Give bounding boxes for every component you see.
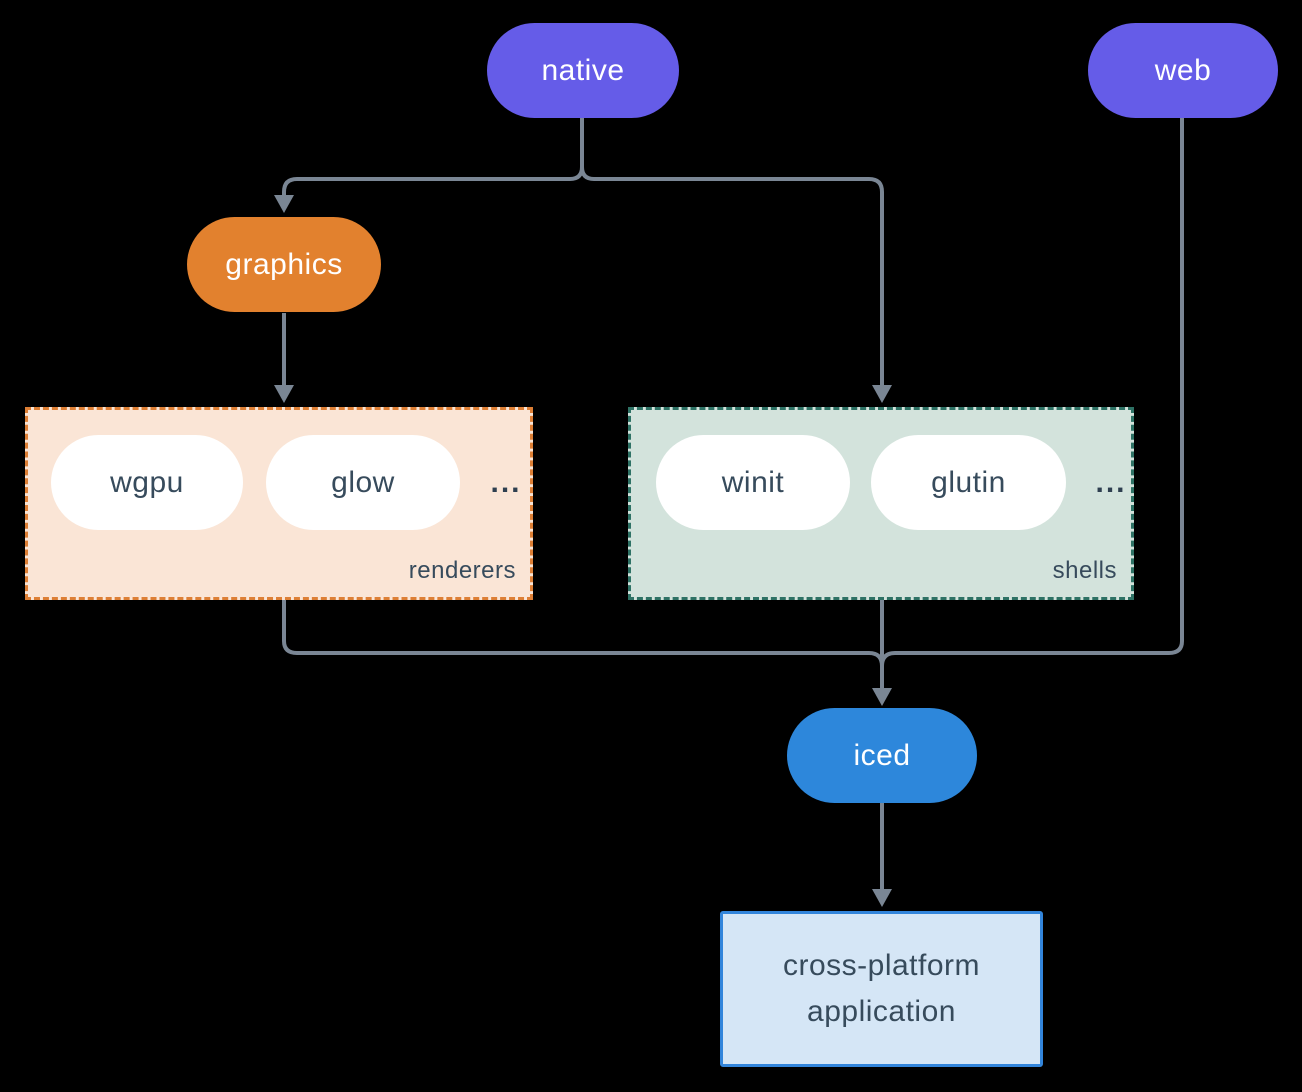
node-wgpu-label: wgpu [110,465,184,499]
node-web: web [1088,23,1278,118]
node-iced-label: iced [853,738,911,772]
node-web-label: web [1154,53,1212,87]
arrowhead-renderers [274,385,294,403]
node-native: native [487,23,679,118]
node-application-line2: application [807,995,956,1028]
node-glutin-label: glutin [931,465,1006,499]
node-graphics: graphics [187,217,381,312]
node-application-line1: cross-platform [782,949,981,982]
node-glow-label: glow [331,465,395,499]
node-graphics-label: graphics [225,247,343,281]
shells-ellipsis: ... [1095,465,1127,499]
edge-native-shells [580,166,884,386]
node-wgpu: wgpu [51,435,243,530]
node-iced: iced [787,708,977,803]
arrowhead-graphics [274,195,294,213]
group-shells: winit glutin ... shells [628,407,1134,600]
edge-renderers-iced [282,600,884,667]
group-renderers: wgpu glow ... renderers [25,407,533,600]
node-application: cross-platform application [720,911,1043,1067]
shells-group-label: shells [1052,557,1117,584]
renderers-group-label: renderers [408,557,516,584]
renderers-ellipsis: ... [490,465,522,499]
edge-native-graphics [282,166,584,197]
arrowhead-iced [872,688,892,706]
node-winit: winit [656,435,850,530]
node-glow: glow [266,435,460,530]
node-glutin: glutin [871,435,1066,530]
node-native-label: native [541,53,625,87]
node-winit-label: winit [721,465,785,499]
arrowhead-shells [872,385,892,403]
arrowhead-app [872,889,892,907]
